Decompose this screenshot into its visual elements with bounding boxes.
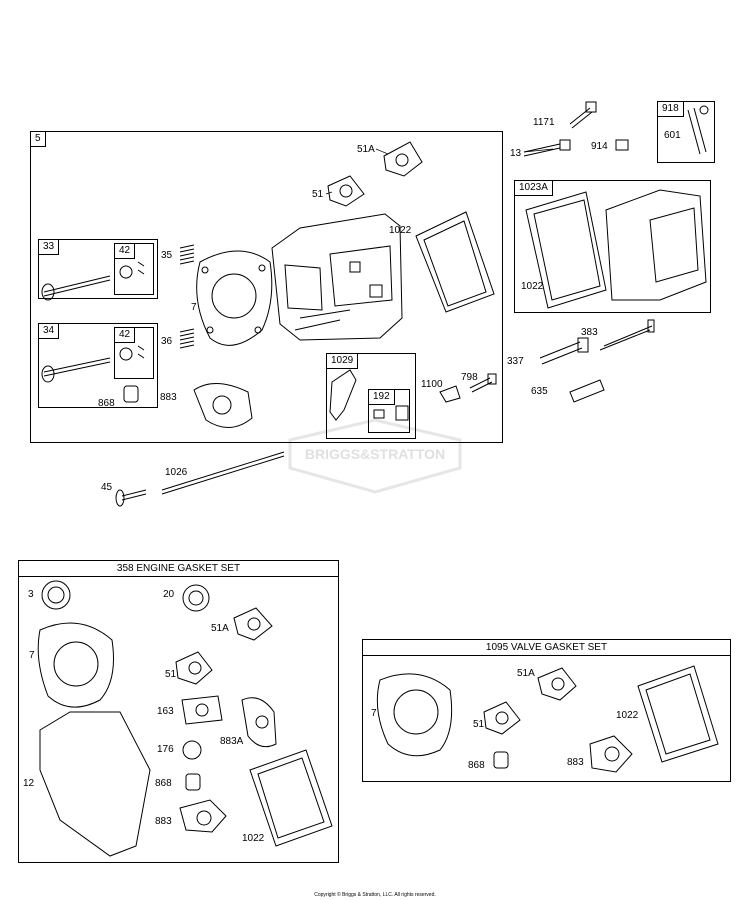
egs-part-51: 51 xyxy=(165,669,177,680)
leader-lines xyxy=(325,148,554,195)
rocker-nut-box: 192 xyxy=(368,389,410,433)
part-51A: 51A xyxy=(357,144,375,155)
egs-part-3: 3 xyxy=(28,589,34,600)
exhaust-valve-box-label: 34 xyxy=(39,324,60,339)
part-601: 601 xyxy=(664,130,681,141)
upper-right-hardware xyxy=(523,101,709,157)
intake-valve-box-label: 33 xyxy=(39,240,60,255)
egs-part-868: 868 xyxy=(155,778,172,789)
rocker-cover-gasket-shape xyxy=(415,211,495,313)
intake-keeper-box-label: 42 xyxy=(115,244,136,259)
egs-part-163: 163 xyxy=(157,706,174,717)
watermark-logo xyxy=(288,418,462,494)
part-337: 337 xyxy=(507,356,524,367)
vgs-part-868: 868 xyxy=(468,760,485,771)
rocker-arm-box-label: 1029 xyxy=(327,354,359,369)
small-gaskets-top xyxy=(327,141,423,207)
egs-part-883A: 883A xyxy=(220,736,244,747)
egs-part-12: 12 xyxy=(23,778,35,789)
exhaust-keeper-box: 42 xyxy=(114,327,154,379)
valve-gasket-set-box: 1095 VALVE GASKET SET xyxy=(362,639,731,782)
valve-shapes xyxy=(41,261,145,403)
engine-gasket-set-art xyxy=(37,580,333,857)
cylinder-head-shape xyxy=(271,213,403,341)
head-gasket-shape xyxy=(196,250,273,346)
ignition-parts xyxy=(539,319,655,403)
dipstick-tube-box: 918 xyxy=(657,101,715,163)
rocker-arm-box: 1029 xyxy=(326,353,416,439)
valve-gasket-set-title: 1095 VALVE GASKET SET xyxy=(363,640,730,656)
egs-part-7: 7 xyxy=(29,650,35,661)
part-13: 13 xyxy=(510,148,522,159)
exhaust-valve-box: 34 xyxy=(38,323,158,408)
intake-gasket-shape xyxy=(193,383,253,428)
exhaust-keeper-box-label: 42 xyxy=(115,328,136,343)
valve-gasket-set-art xyxy=(376,665,719,773)
part-35: 35 xyxy=(161,250,173,261)
engine-gasket-set-title: 358 ENGINE GASKET SET xyxy=(19,561,338,577)
pivot-stud-shapes xyxy=(439,373,497,403)
vgs-part-51A: 51A xyxy=(517,668,535,679)
part-36: 36 xyxy=(161,336,173,347)
intake-valve-box: 33 xyxy=(38,239,158,299)
pushrod-tappet-shapes xyxy=(115,451,285,507)
vgs-part-7: 7 xyxy=(371,708,377,719)
part-1026: 1026 xyxy=(165,467,188,478)
egs-part-1022: 1022 xyxy=(242,833,265,844)
rocker-cover-box: 1023A xyxy=(514,180,711,313)
egs-part-883: 883 xyxy=(155,816,172,827)
part-914: 914 xyxy=(591,141,608,152)
vgs-part-883: 883 xyxy=(567,757,584,768)
part-798: 798 xyxy=(461,372,478,383)
watermark: BRIGGS&STRATTON xyxy=(304,446,446,462)
part-1171: 1171 xyxy=(533,117,555,128)
rocker-cover-box-label: 1023A xyxy=(515,181,553,196)
dipstick-tube-box-label: 918 xyxy=(658,102,684,117)
part-1022-cover: 1022 xyxy=(521,281,544,292)
rocker-arm-shape xyxy=(329,369,409,421)
intake-keeper-box: 42 xyxy=(114,243,154,295)
vgs-part-1022: 1022 xyxy=(616,710,639,721)
part-383: 383 xyxy=(581,327,598,338)
rocker-cover-shape xyxy=(525,189,707,309)
egs-part-20: 20 xyxy=(163,589,175,600)
vgs-part-51: 51 xyxy=(473,719,485,730)
rocker-nut-box-label: 192 xyxy=(369,390,395,405)
part-883: 883 xyxy=(160,392,177,403)
egs-part-51A: 51A xyxy=(211,623,229,634)
part-1100: 1100 xyxy=(421,379,443,390)
cylinder-head-assembly-box: 5 xyxy=(30,131,503,443)
part-635: 635 xyxy=(531,386,548,397)
part-45: 45 xyxy=(101,482,113,493)
engine-gasket-set-box: 358 ENGINE GASKET SET xyxy=(18,560,339,863)
part-1022: 1022 xyxy=(389,225,412,236)
part-51: 51 xyxy=(312,189,324,200)
part-7: 7 xyxy=(191,302,197,313)
part-868: 868 xyxy=(98,398,115,409)
egs-part-176: 176 xyxy=(157,744,174,755)
valve-spring-shapes xyxy=(179,244,195,349)
copyright-text: Copyright © Briggs & Stratton, LLC. All … xyxy=(314,892,436,898)
assembly-box-label: 5 xyxy=(31,132,46,147)
